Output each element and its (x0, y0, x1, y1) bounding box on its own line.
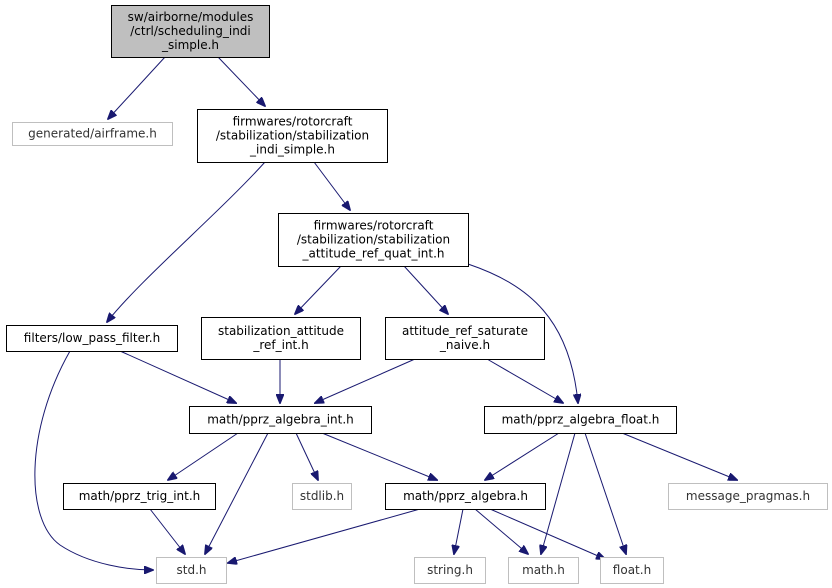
edge-alg_int-to-alg (321, 432, 437, 480)
node-label-math-line-0: math.h (522, 563, 565, 577)
node-float: float.h (600, 557, 664, 584)
nodes-layer: sw/airborne/modules/ctrl/scheduling_indi… (6, 5, 828, 584)
node-stab_att_ref_int[interactable]: stabilization_attitude_ref_int.h (201, 317, 361, 360)
node-box-alg_float (484, 406, 677, 434)
edge-root-to-stab_indi (217, 56, 265, 106)
node-label-stab_att_ref_quat-line-2: _attitude_ref_quat_int.h (301, 247, 444, 261)
edge-root-to-airframe (108, 56, 166, 119)
node-label-root-line-1: /ctrl/scheduling_indi (130, 24, 251, 38)
edge-alg_float-to-msg_pragmas (621, 432, 737, 480)
edge-stab_att_ref_quat-to-stab_att_ref_int (295, 265, 342, 314)
node-label-stab_att_ref_int-line-1: _ref_int.h (252, 338, 308, 352)
edge-trig_int-to-std (149, 508, 185, 554)
node-box-msg_pragmas (668, 483, 828, 510)
node-label-stab_att_ref_int-line-0: stabilization_attitude (218, 324, 344, 338)
edge-alg_float-to-float (584, 432, 626, 554)
node-label-root-line-2: _simple.h (161, 38, 219, 52)
node-label-trig_int-line-0: math/pprz_trig_int.h (79, 489, 201, 503)
node-stab_att_ref_quat[interactable]: firmwares/rotorcraft/stabilization/stabi… (278, 213, 469, 267)
node-box-float (600, 557, 664, 584)
node-math: math.h (508, 557, 579, 584)
node-alg[interactable]: math/pprz_algebra.h (385, 483, 546, 510)
node-label-std-line-0: std.h (177, 563, 207, 577)
edge-alg-to-math (474, 508, 528, 554)
edge-alg_int-to-stdlib (295, 432, 318, 480)
node-box-alg (385, 483, 546, 510)
node-msg_pragmas: message_pragmas.h (668, 483, 828, 510)
edge-att_ref_sat-to-alg_float (486, 358, 563, 403)
edge-alg_float-to-alg (485, 432, 560, 480)
node-box-att_ref_sat (385, 317, 545, 360)
node-box-lpf (6, 325, 178, 352)
node-label-string-line-0: string.h (427, 563, 473, 577)
node-att_ref_sat[interactable]: attitude_ref_saturate_naive.h (385, 317, 545, 360)
node-box-string (414, 557, 486, 584)
node-box-std (156, 557, 227, 584)
node-box-stdlib (292, 483, 352, 510)
node-label-airframe-line-0: generated/airframe.h (28, 127, 157, 141)
node-label-stab_indi-line-2: _indi_simple.h (249, 143, 335, 157)
node-box-stab_indi (197, 109, 388, 163)
edge-alg_int-to-trig_int (168, 432, 239, 480)
node-label-float-line-0: float.h (613, 563, 651, 577)
node-root[interactable]: sw/airborne/modules/ctrl/scheduling_indi… (111, 5, 270, 58)
node-label-stdlib-line-0: stdlib.h (300, 489, 344, 503)
edge-alg_int-to-std (205, 432, 269, 554)
edge-alg-to-float (489, 508, 605, 559)
edge-att_ref_sat-to-alg_int (315, 358, 416, 403)
node-label-lpf-line-0: filters/low_pass_filter.h (24, 331, 160, 345)
node-label-msg_pragmas-line-0: message_pragmas.h (686, 489, 810, 503)
node-label-stab_att_ref_quat-line-0: firmwares/rotorcraft (314, 219, 434, 233)
edge-stab_indi-to-stab_att_ref_quat (313, 161, 350, 210)
node-box-stab_att_ref_int (201, 317, 361, 360)
node-box-trig_int (63, 483, 216, 510)
node-airframe: generated/airframe.h (12, 122, 173, 146)
node-lpf[interactable]: filters/low_pass_filter.h (6, 325, 178, 352)
node-box-alg_int (189, 406, 372, 434)
node-alg_int[interactable]: math/pprz_algebra_int.h (189, 406, 372, 434)
node-box-root (111, 5, 270, 58)
edge-alg_float-to-math (541, 432, 576, 554)
node-stab_indi[interactable]: firmwares/rotorcraft/stabilization/stabi… (197, 109, 388, 163)
node-alg_float[interactable]: math/pprz_algebra_float.h (484, 406, 677, 434)
edge-alg-to-std (228, 508, 421, 563)
node-trig_int[interactable]: math/pprz_trig_int.h (63, 483, 216, 510)
edge-lpf-to-alg_int (119, 350, 236, 403)
node-label-alg_int-line-0: math/pprz_algebra_int.h (207, 413, 354, 427)
node-label-alg-line-0: math/pprz_algebra.h (403, 489, 528, 503)
node-label-root-line-0: sw/airborne/modules (128, 10, 254, 24)
edge-alg-to-string (454, 508, 464, 554)
node-stdlib: stdlib.h (292, 483, 352, 510)
node-label-stab_att_ref_quat-line-1: /stabilization/stabilization (297, 233, 450, 247)
node-box-math (508, 557, 579, 584)
node-string: string.h (414, 557, 486, 584)
edge-stab_att_ref_quat-to-att_ref_sat (403, 265, 448, 314)
node-label-alg_float-line-0: math/pprz_algebra_float.h (502, 413, 660, 427)
node-box-stab_att_ref_quat (278, 213, 469, 267)
node-std: std.h (156, 557, 227, 584)
edges-layer (34, 56, 737, 570)
node-label-att_ref_sat-line-0: attitude_ref_saturate (402, 324, 528, 338)
node-label-stab_indi-line-1: /stabilization/stabilization (216, 129, 369, 143)
node-label-stab_indi-line-0: firmwares/rotorcraft (233, 115, 353, 129)
edge-stab_att_ref_quat-to-alg_float (467, 263, 578, 403)
node-box-airframe (12, 122, 173, 146)
edge-stab_indi-to-lpf (107, 161, 266, 322)
edge-lpf-to-std (34, 350, 153, 570)
node-label-att_ref_sat-line-1: _naive.h (439, 338, 490, 352)
